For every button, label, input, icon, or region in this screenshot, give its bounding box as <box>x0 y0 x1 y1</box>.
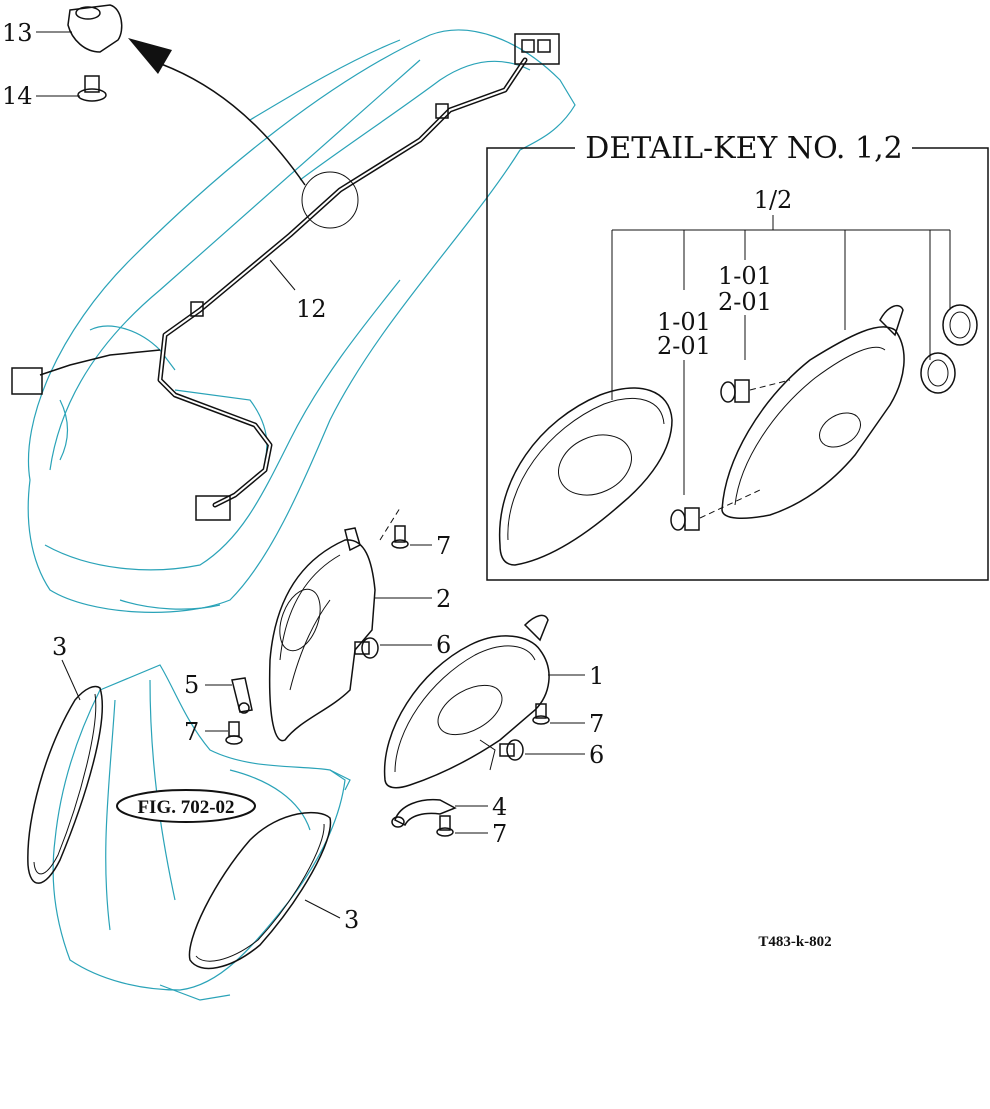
callout-6-lower: 6 <box>589 741 604 769</box>
upper-fairing-ghost <box>27 29 576 613</box>
headlight-2 <box>268 527 376 742</box>
callout-7-left: 7 <box>184 718 199 746</box>
detail-bulb-lower <box>670 489 761 531</box>
detail-cap-upper <box>942 304 978 346</box>
callouts: 13 14 12 7 2 6 1 5 7 7 6 4 7 3 3 <box>2 19 604 934</box>
screw-6-upper <box>354 637 379 659</box>
front-fairing-ghost <box>52 664 351 1001</box>
callout-7-top: 7 <box>436 532 451 560</box>
clip-13 <box>67 4 123 53</box>
screw-7-top <box>391 525 409 549</box>
gasket-right <box>188 811 332 970</box>
callout-14: 14 <box>2 82 33 110</box>
callout-5: 5 <box>184 671 199 699</box>
callout-7-bottom: 7 <box>492 820 507 848</box>
wiring-harness <box>11 33 560 521</box>
callout-4: 4 <box>492 793 507 821</box>
detail-group-label: 1/2 <box>754 186 793 214</box>
screw-14 <box>77 75 107 102</box>
screw-6-lower <box>499 739 524 761</box>
callout-2: 2 <box>436 585 451 613</box>
detail-title: DETAIL-KEY NO. 1,2 <box>585 131 902 166</box>
detail-cap-lower <box>920 352 956 394</box>
bracket-4 <box>391 798 457 828</box>
screw-7-left <box>225 721 243 745</box>
detail-box: DETAIL-KEY NO. 1,2 1/2 1-01 2-01 1-01 2-… <box>486 131 989 581</box>
bulb-label-upper-1: 1-01 <box>718 262 772 290</box>
callout-7-mid: 7 <box>589 710 604 738</box>
callout-13: 13 <box>2 19 33 47</box>
drawing-code: T483-k-802 <box>758 934 831 950</box>
callout-12: 12 <box>296 295 327 323</box>
detail-lens <box>498 387 673 566</box>
figure-reference[interactable]: FIG. 702-02 <box>116 789 256 823</box>
bulb-label-upper-2: 2-01 <box>718 288 772 316</box>
detail-bulb-upper <box>720 379 791 403</box>
screw-7-mid <box>532 703 550 725</box>
callout-1: 1 <box>589 662 604 690</box>
callout-3-left: 3 <box>52 633 67 661</box>
gasket-left <box>27 685 103 884</box>
screw-7-bottom <box>436 815 454 837</box>
headlight-1 <box>383 614 550 789</box>
leader-lines <box>36 31 585 919</box>
bracket-5 <box>231 677 253 714</box>
callout-3-right: 3 <box>344 906 359 934</box>
detail-housing <box>721 326 905 520</box>
bulb-label-lower-1: 1-01 <box>657 308 711 336</box>
bulb-label-lower-2: 2-01 <box>657 332 711 360</box>
figure-reference-label: FIG. 702-02 <box>137 797 234 818</box>
callout-6-upper: 6 <box>436 631 451 659</box>
